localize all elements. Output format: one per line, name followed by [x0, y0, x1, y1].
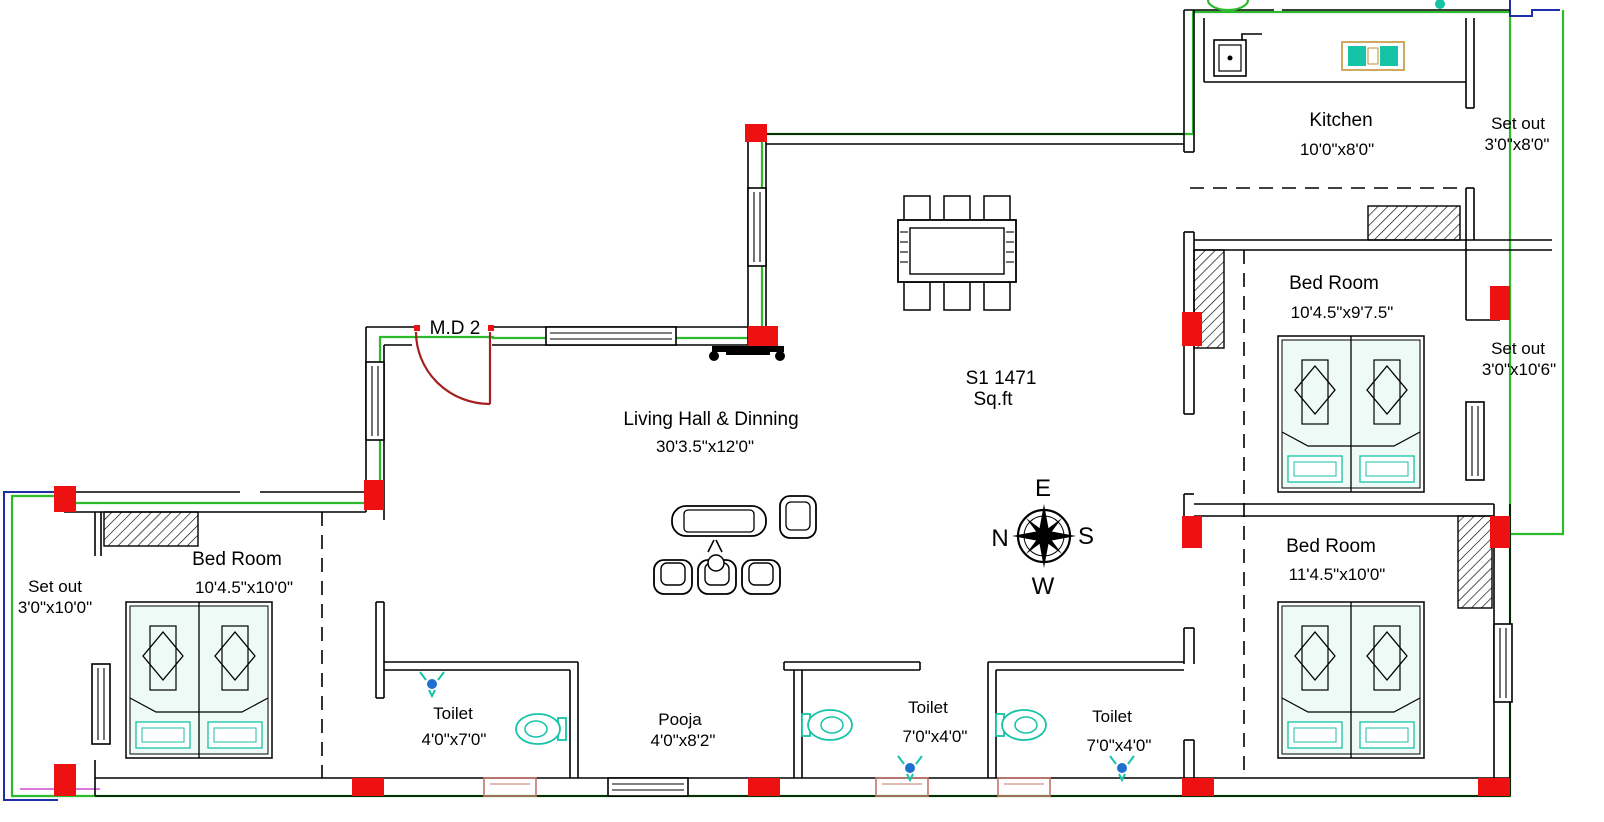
- bedroom-bottom-right-size: 11'4.5"x10'0": [1289, 565, 1386, 584]
- toilet-left-size: 4'0"x7'0": [422, 730, 487, 749]
- bed-icon: [1277, 335, 1425, 493]
- door-sills: [483, 777, 1051, 797]
- bedroom-top-right-label: Bed Room: [1289, 273, 1379, 294]
- toilet-icon: [801, 709, 853, 741]
- pooja-size: 4'0"x8'2": [651, 731, 716, 750]
- tap-icon: [897, 755, 923, 781]
- compass-north: N: [991, 525, 1008, 552]
- toilet-icon: [995, 709, 1047, 741]
- tap-icon: [1435, 0, 1445, 9]
- bed-icon: [1277, 601, 1425, 759]
- bed-icon: [125, 601, 273, 759]
- living-label: Living Hall & Dinning: [623, 409, 798, 430]
- main-door[interactable]: [414, 331, 492, 406]
- dining-table-icon: [897, 195, 1017, 311]
- setout-left-size: 3'0"x10'0": [18, 598, 92, 617]
- sofa-icon: [653, 495, 817, 595]
- tap-icon: [419, 671, 445, 697]
- columns: [54, 124, 1510, 796]
- stove-icon: [1341, 41, 1405, 71]
- kitchen-size: 10'0"x8'0": [1300, 140, 1374, 159]
- toilet-mid-size: 7'0"x4'0": [903, 727, 968, 746]
- sink-icon: [1213, 33, 1262, 77]
- bench-icon: [709, 346, 785, 361]
- compass-icon: [1012, 504, 1076, 568]
- compass-west: W: [1032, 573, 1055, 600]
- area-line-2: Sq.ft: [973, 389, 1013, 410]
- setout-top-size: 3'0"x8'0": [1485, 135, 1550, 154]
- setout-left-label: Set out: [28, 577, 82, 596]
- main-door-label: M.D 2: [430, 318, 481, 339]
- toilet-right-label: Toilet: [1092, 707, 1132, 726]
- setout-top-label: Set out: [1491, 114, 1545, 133]
- bedroom-bottom-right-label: Bed Room: [1286, 536, 1376, 557]
- bedroom-left-label: Bed Room: [192, 549, 282, 570]
- setout-right-size: 3'0"x10'6": [1482, 360, 1556, 379]
- tap-icon: [1109, 755, 1135, 781]
- bedroom-top-right-size: 10'4.5"x9'7.5": [1291, 303, 1394, 322]
- bedroom-left-size: 10'4.5"x10'0": [195, 578, 293, 597]
- kitchen-label: Kitchen: [1309, 110, 1372, 131]
- arch-green: [1206, 0, 1250, 12]
- compass-east: E: [1035, 475, 1051, 502]
- area-line-1: S1 1471: [966, 368, 1037, 389]
- toilet-left-label: Toilet: [433, 704, 473, 723]
- toilet-mid-label: Toilet: [908, 698, 948, 717]
- setout-right-label: Set out: [1491, 339, 1545, 358]
- toilet-right-size: 7'0"x4'0": [1087, 736, 1152, 755]
- living-size: 30'3.5"x12'0": [656, 437, 754, 456]
- pooja-label: Pooja: [658, 710, 702, 729]
- windows: [91, 187, 1513, 797]
- toilet-icon: [515, 713, 567, 745]
- compass-south: S: [1078, 523, 1094, 550]
